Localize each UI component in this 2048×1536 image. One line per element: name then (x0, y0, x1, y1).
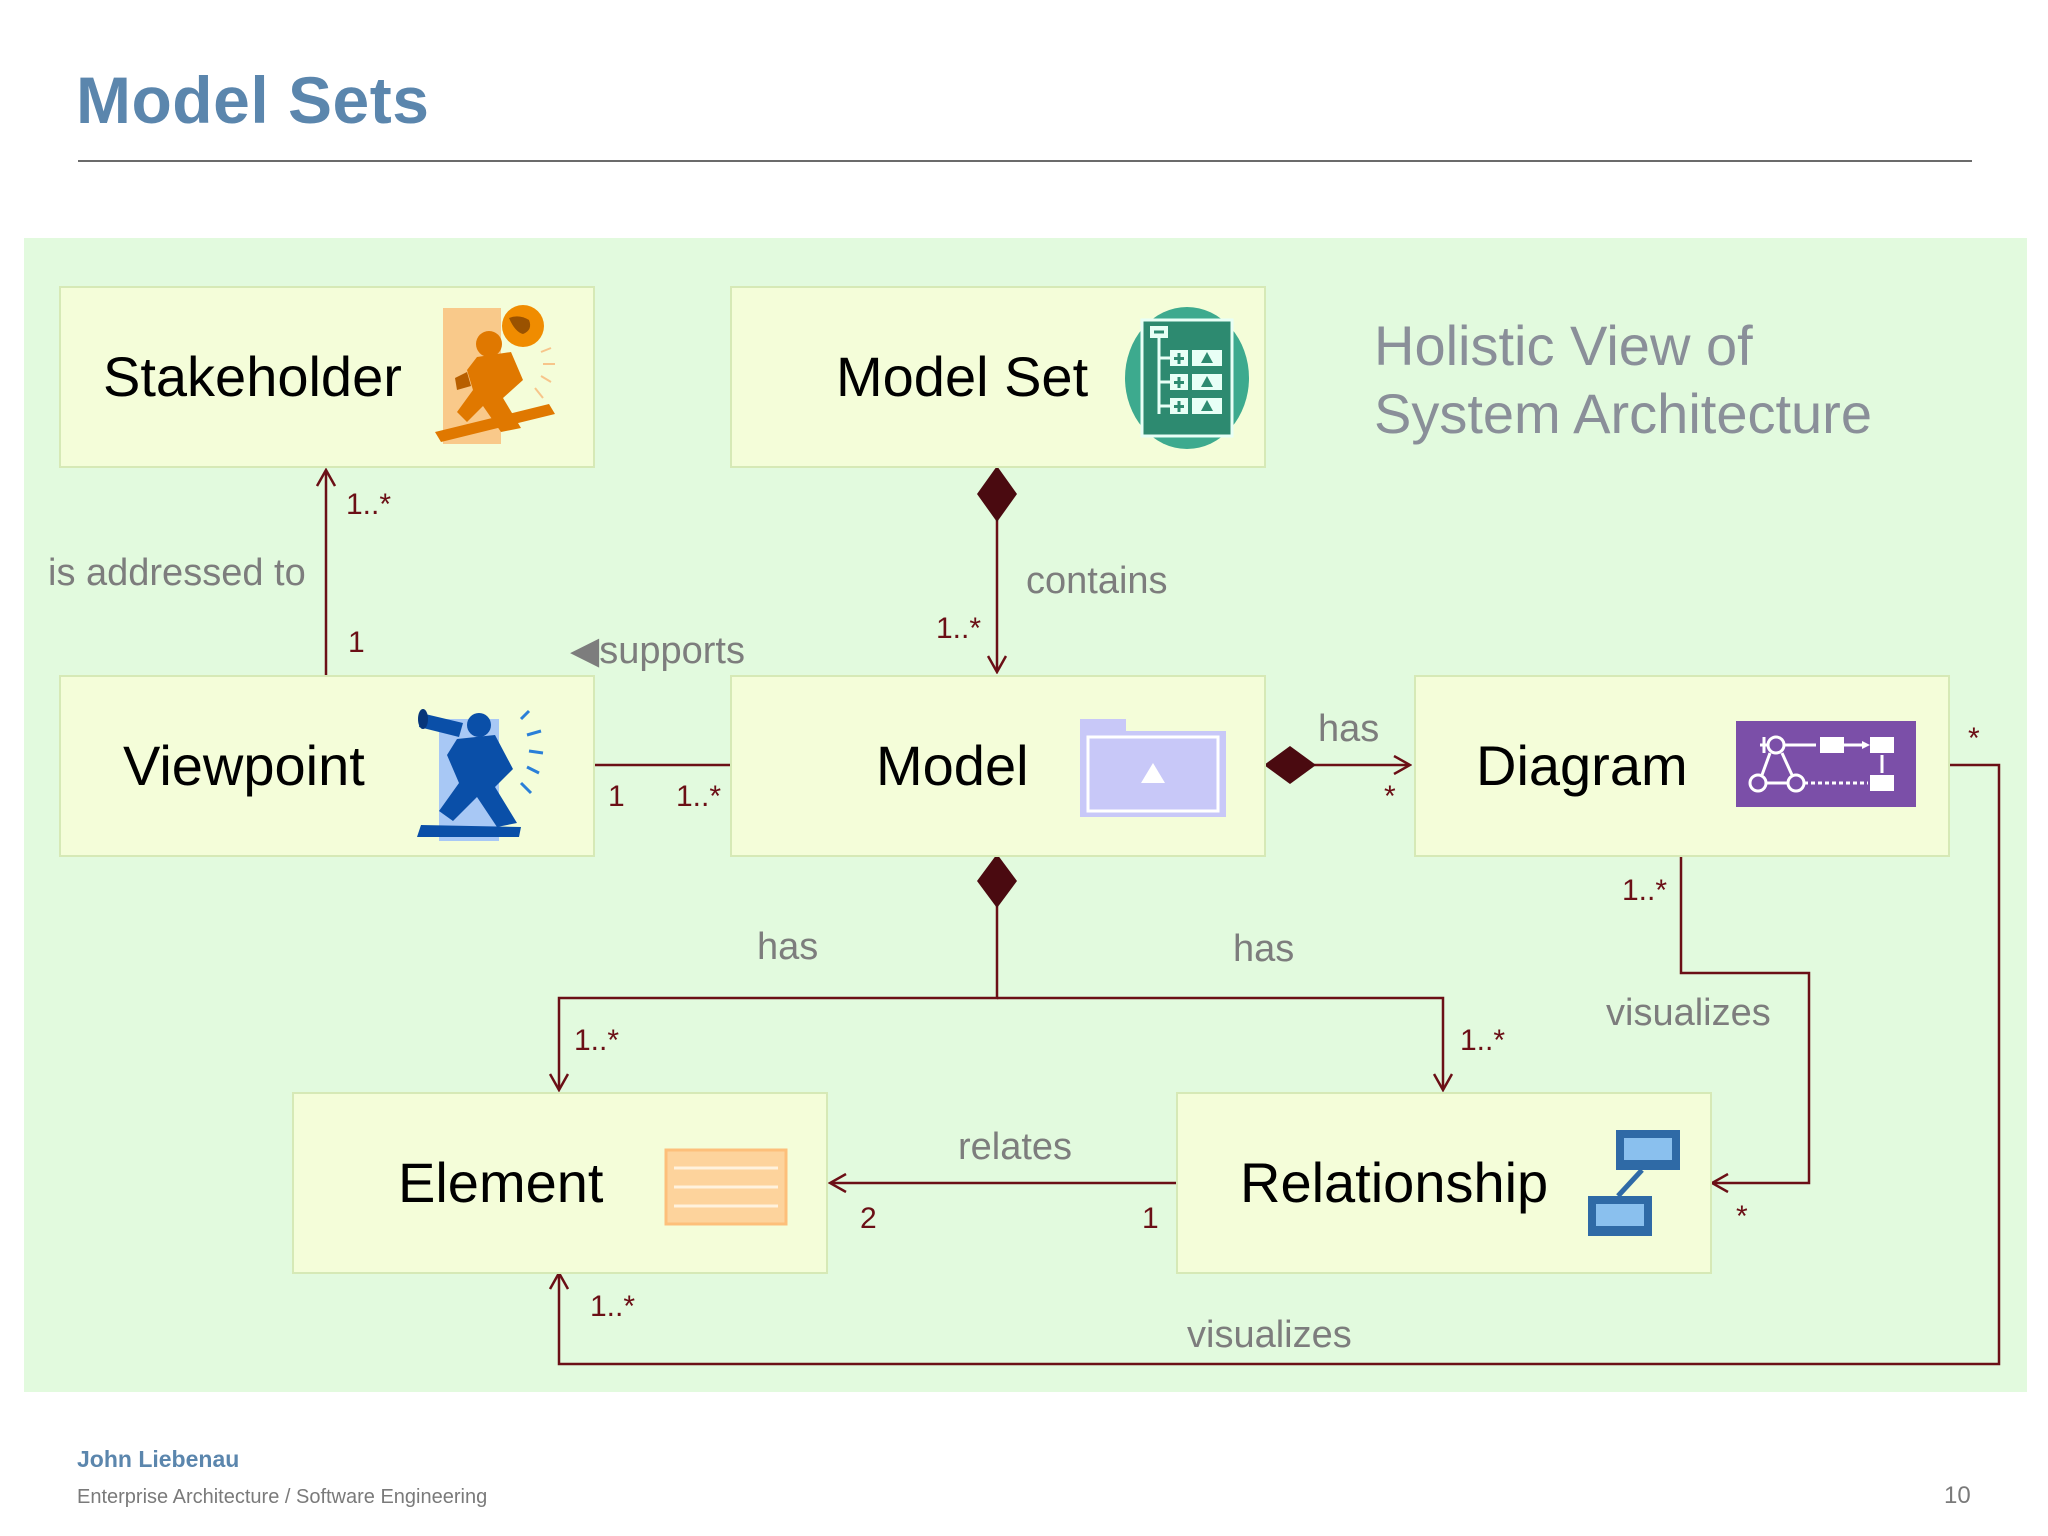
model-label: Model (876, 734, 1029, 797)
person-telescope-icon (417, 709, 544, 841)
holistic-view-annotation: Holistic View of System Architecture (1374, 312, 1872, 448)
folder-icon (1080, 719, 1226, 817)
mult-relationship-vis-end: * (1736, 1200, 1748, 1233)
model-set-composition-diamond (977, 466, 1017, 522)
element-box[interactable]: Element (292, 1092, 828, 1274)
model-composition-diamond-right (1264, 746, 1316, 784)
relationship-box[interactable]: Relationship (1176, 1092, 1712, 1274)
visualizes-element-line (559, 763, 2001, 1366)
has-element-line (559, 902, 999, 1090)
mult-model-support-end: 1..* (676, 780, 722, 813)
mult-element-has-end: 1..* (574, 1024, 620, 1057)
mult-relationship-has-end: 1..* (1460, 1024, 1506, 1057)
mult-viewpoint-addr-end: 1 (348, 626, 365, 659)
annotation-line-2: System Architecture (1374, 382, 1872, 445)
visualizes-relationship-label: visualizes (1606, 992, 1771, 1034)
mult-diagram-vis-rel-start: 1..* (1622, 874, 1668, 907)
model-set-tree-icon (1125, 307, 1249, 449)
mult-relationship-relates-end: 1 (1142, 1202, 1159, 1235)
model-set-box[interactable]: Model Set (730, 286, 1266, 468)
diagram-label: Diagram (1476, 734, 1688, 797)
viewpoint-label: Viewpoint (123, 734, 365, 797)
diagram-icon (1736, 721, 1916, 807)
footer-author: John Liebenau (77, 1446, 240, 1472)
visualizes-element-label: visualizes (1187, 1314, 1352, 1356)
viewpoint-box[interactable]: Viewpoint (59, 675, 595, 857)
has-relationship-label: has (1233, 928, 1295, 970)
page-number: 10 (1944, 1482, 1971, 1509)
supports-label: ◀supports (570, 630, 745, 672)
mult-stakeholder-end: 1..* (346, 488, 392, 521)
slide-title: Model Sets (76, 63, 430, 137)
annotation-line-1: Holistic View of (1374, 314, 1753, 377)
element-table-icon (664, 1148, 788, 1226)
relates-label: relates (958, 1126, 1073, 1168)
relationship-label: Relationship (1240, 1151, 1549, 1214)
visualizes-relationship-line (1679, 856, 1811, 1183)
mult-diagram-has-end: * (1384, 780, 1396, 813)
business-person-globe-icon (435, 305, 555, 444)
stakeholder-box[interactable]: Stakeholder (59, 286, 595, 468)
mult-element-vis-end: 1..* (590, 1290, 636, 1323)
has-diagram-label: has (1318, 708, 1380, 750)
has-element-label: has (757, 926, 819, 968)
title-divider (78, 160, 1972, 162)
model-set-label: Model Set (836, 345, 1089, 408)
mult-model-contains-end: 1..* (936, 612, 982, 645)
is-addressed-to-label: is addressed to (48, 552, 306, 594)
model-composition-diamond-bottom (977, 854, 1017, 908)
mult-diagram-vis-start-right: * (1968, 722, 1980, 755)
has-relationship-line (997, 996, 1443, 1090)
contains-label: contains (1026, 560, 1168, 602)
element-label: Element (398, 1151, 604, 1214)
model-box[interactable]: Model (730, 675, 1266, 857)
relationship-nodes-icon (1588, 1130, 1680, 1236)
mult-element-relates-end: 2 (860, 1202, 877, 1235)
footer-course: Enterprise Architecture / Software Engin… (77, 1486, 488, 1508)
mult-viewpoint-support-end: 1 (608, 780, 625, 813)
diagram-box[interactable]: Diagram (1414, 675, 1950, 857)
stakeholder-label: Stakeholder (103, 345, 402, 408)
